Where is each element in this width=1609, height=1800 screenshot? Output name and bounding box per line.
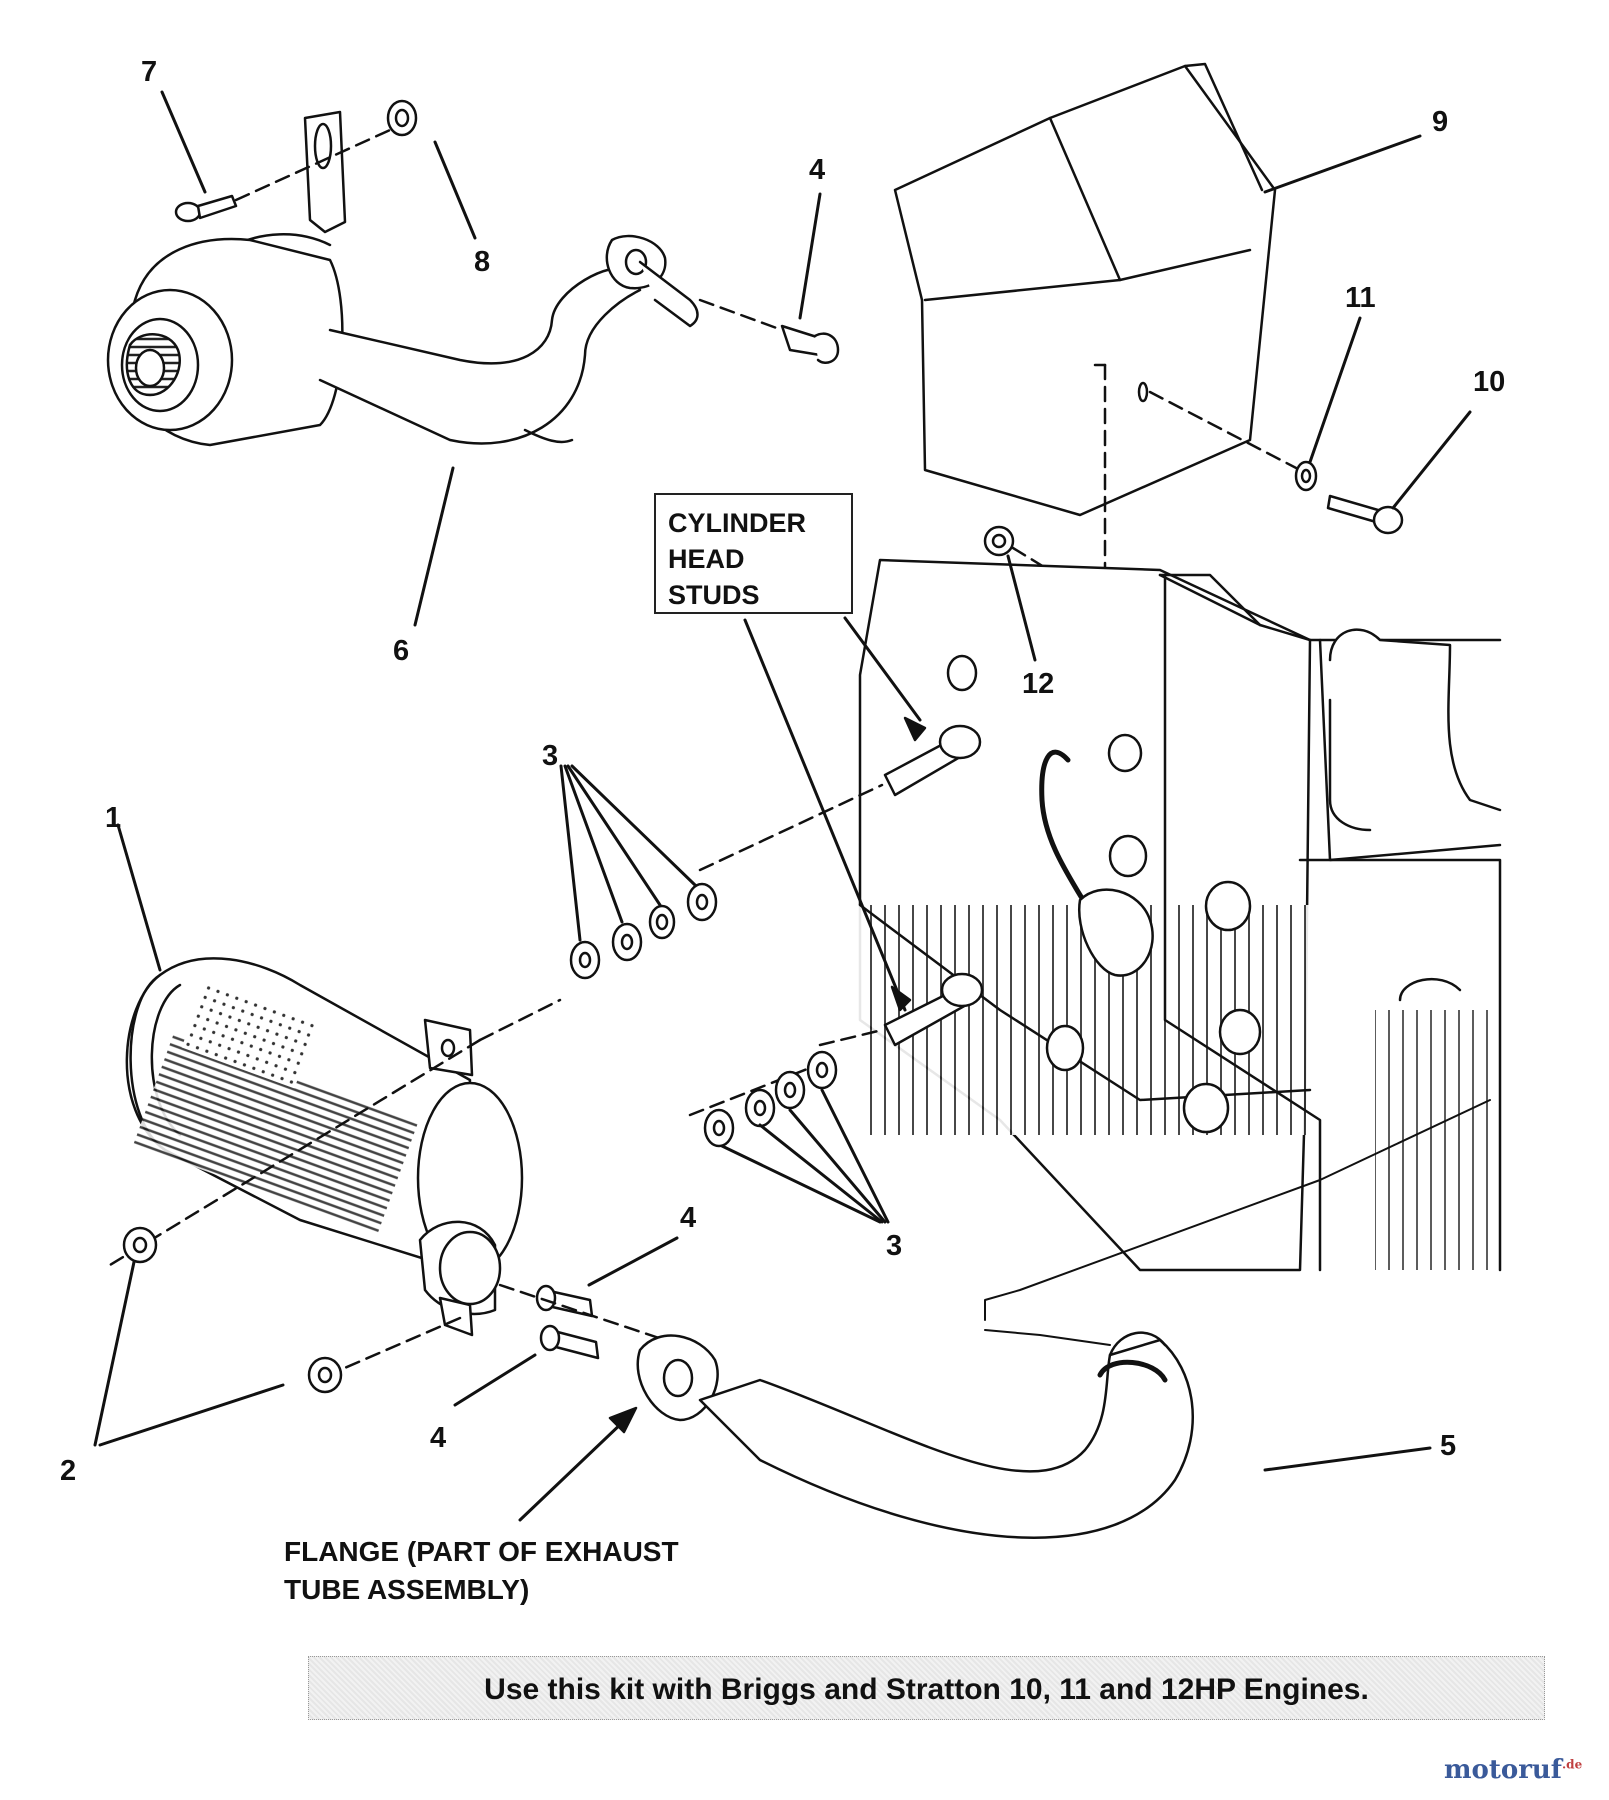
flange-arrow (518, 1406, 638, 1522)
nut-12 (983, 525, 1015, 557)
callout-11: 11 (1345, 282, 1376, 314)
callout-3: 3 (886, 1230, 903, 1262)
engine-block (858, 558, 1502, 1272)
callout-1: 1 (105, 802, 122, 834)
washers-3-upper (569, 882, 718, 980)
watermark-text: motoruf (1444, 1755, 1562, 1785)
bolt-4-upper (780, 324, 840, 364)
stud-arrow-lower (890, 985, 912, 1012)
leader-lines (93, 90, 1472, 1472)
flange-note-line-1: FLANGE (PART OF EXHAUST (284, 1536, 679, 1567)
bolts-4-lower (535, 1284, 600, 1360)
callout-2: 2 (60, 1455, 77, 1487)
callout-10: 10 (1473, 366, 1506, 398)
cylinder-note-line-3: STUDS (668, 580, 760, 610)
callout-3: 3 (542, 740, 559, 772)
bolt-7 (174, 194, 238, 223)
compatibility-footer: Use this kit with Briggs and Stratton 10… (308, 1656, 1545, 1720)
watermark-logo: motoruf.de (1444, 1755, 1582, 1785)
callout-9: 9 (1432, 106, 1449, 138)
stud-arrow-upper (903, 716, 927, 742)
flange-note-line-2: TUBE ASSEMBLY) (284, 1574, 530, 1605)
callout-6: 6 (393, 635, 410, 667)
cylinder-head-studs-label: CYLINDER HEAD STUDS (654, 493, 853, 614)
callout-4: 4 (809, 154, 826, 186)
callout-4: 4 (680, 1202, 697, 1234)
callout-7: 7 (141, 56, 158, 88)
washer-11 (1294, 460, 1318, 492)
nut-8 (386, 99, 418, 137)
callout-5: 5 (1440, 1430, 1457, 1462)
watermark-suffix: .de (1562, 1757, 1583, 1772)
flange-label: FLANGE (PART OF EXHAUST TUBE ASSEMBLY) (284, 1533, 679, 1609)
compatibility-text: Use this kit with Briggs and Stratton 10… (484, 1673, 1369, 1706)
callout-8: 8 (474, 246, 491, 278)
callout-4: 4 (430, 1422, 447, 1454)
lower-exhaust-tube-5 (636, 1331, 1194, 1539)
lower-muffler-1 (125, 957, 524, 1337)
washers-3-lower (703, 1050, 838, 1148)
cylinder-note-line-2: HEAD (668, 544, 745, 574)
callout-12: 12 (1022, 668, 1055, 700)
upper-muffler-assembly (106, 110, 699, 447)
nuts-2 (122, 1226, 343, 1394)
bolt-10 (1326, 494, 1404, 535)
cylinder-note-line-1: CYLINDER (668, 508, 807, 538)
upper-exhaust-tube (318, 266, 642, 445)
heat-shield-9 (893, 62, 1277, 602)
